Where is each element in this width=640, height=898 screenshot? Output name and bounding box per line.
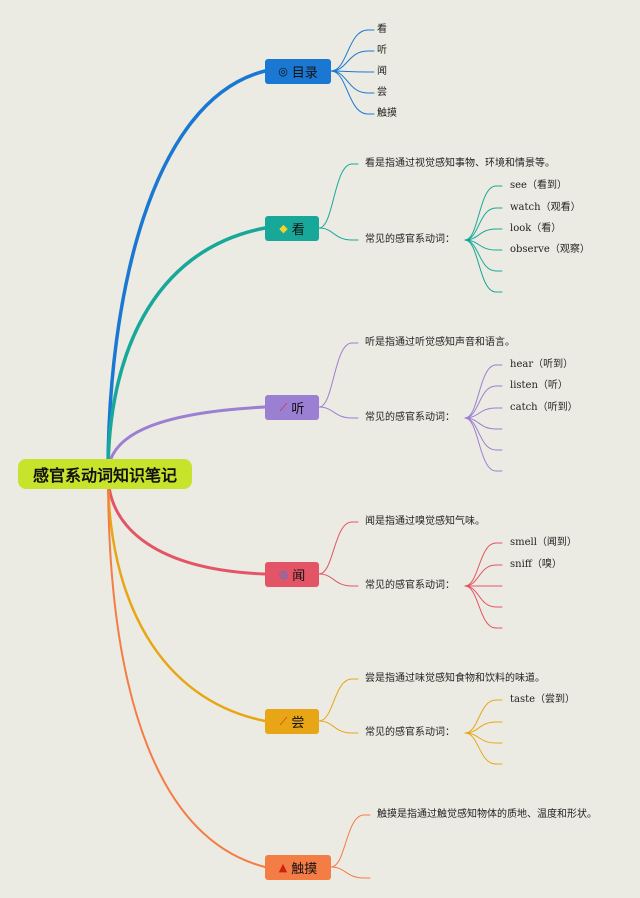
branch-line-chang <box>106 472 267 723</box>
ting-verb-connector <box>464 417 503 472</box>
verb-item[interactable]: look（看） <box>510 223 562 234</box>
topic-toc-label: 目录 <box>291 66 318 81</box>
topic-chumo[interactable]: ▲ 触摸 <box>265 855 331 880</box>
chang-verb-connector <box>464 721 503 734</box>
target-icon: ◎ <box>278 65 288 78</box>
topic-ting-label: 听 <box>291 402 305 417</box>
wen-connector <box>318 573 359 587</box>
chumo-connector <box>330 866 371 879</box>
ting-verb-connector <box>464 407 503 419</box>
toc-item[interactable]: 闻 <box>377 66 387 77</box>
topic-chang[interactable]: ⟋ 尝 <box>265 709 319 734</box>
ting-connector <box>318 406 359 419</box>
chumo-description[interactable]: 触摸是指通过触觉感知物体的质地、温度和形状。 <box>377 809 597 820</box>
chang-verb-connector <box>464 699 503 734</box>
chang-verb-connector <box>464 732 503 765</box>
root-topic[interactable]: 感官系动词知识笔记 <box>18 459 192 489</box>
toc-connector <box>330 70 375 94</box>
chang-description[interactable]: 尝是指通过味觉感知食物和饮料的味道。 <box>365 673 545 684</box>
chang-connector <box>318 720 359 734</box>
verb-item[interactable]: catch（听到） <box>510 402 578 413</box>
kan-connector <box>318 163 359 229</box>
topic-chang-label: 尝 <box>291 716 305 731</box>
branch-line-toc <box>106 69 267 476</box>
kan-verb-connector <box>464 207 503 241</box>
ting-verbs-label[interactable]: 常见的感官系动词： <box>365 412 455 423</box>
verb-item[interactable]: listen（听） <box>510 380 568 391</box>
toc-connector <box>330 70 375 115</box>
verb-item[interactable]: observe（观察） <box>510 244 590 255</box>
kan-verbs-label[interactable]: 常见的感官系动词： <box>365 234 455 245</box>
diamond-icon: ◆ <box>279 222 288 235</box>
kan-verb-connector <box>464 239 503 251</box>
wand-icon: ⟋ <box>279 715 288 728</box>
kan-verb-connector <box>464 239 503 272</box>
branch-line-chumo <box>107 473 266 868</box>
branch-line-kan <box>106 226 267 476</box>
wen-description[interactable]: 闻是指通过嗅觉感知气味。 <box>365 516 485 527</box>
topic-wen[interactable]: ◍ 闻 <box>265 562 319 587</box>
ting-verb-connector <box>464 385 503 419</box>
globe-icon: ◍ <box>278 568 289 581</box>
topic-chumo-label: 触摸 <box>291 862 318 877</box>
verb-item[interactable]: taste（尝到） <box>510 694 576 705</box>
verb-item[interactable]: see（看到） <box>510 180 567 191</box>
topic-kan[interactable]: ◆ 看 <box>265 216 319 241</box>
toc-connector <box>330 70 375 73</box>
verb-item[interactable]: hear（听到） <box>510 359 574 370</box>
wen-verb-connector <box>464 585 503 629</box>
wen-connector <box>318 521 359 575</box>
toc-item[interactable]: 看 <box>377 24 387 35</box>
branch-line-wen <box>106 472 267 576</box>
verb-item[interactable]: sniff（嗅） <box>510 559 562 570</box>
toc-item[interactable]: 听 <box>377 45 387 56</box>
ting-connector <box>318 342 359 408</box>
wand-icon: ⟋ <box>279 401 288 414</box>
toc-item[interactable]: 触摸 <box>377 108 397 119</box>
kan-verb-connector <box>464 239 503 293</box>
flame-icon: ▲ <box>278 861 288 874</box>
toc-connector <box>330 50 375 72</box>
chang-verbs-label[interactable]: 常见的感官系动词： <box>365 727 455 738</box>
topic-ting[interactable]: ⟋ 听 <box>265 395 319 420</box>
verb-item[interactable]: watch（观看） <box>510 202 581 213</box>
chang-connector <box>318 678 359 722</box>
kan-verb-connector <box>464 228 503 241</box>
kan-connector <box>318 227 359 241</box>
wen-verbs-label[interactable]: 常见的感官系动词： <box>365 580 455 591</box>
topic-wen-label: 闻 <box>292 569 306 584</box>
toc-connector <box>330 29 375 72</box>
root-title: 感官系动词知识笔记 <box>32 466 177 485</box>
wen-verb-connector <box>464 542 503 587</box>
topic-toc[interactable]: ◎ 目录 <box>265 59 331 84</box>
verb-item[interactable]: smell（闻到） <box>510 537 577 548</box>
wen-verb-connector <box>464 564 503 587</box>
kan-description[interactable]: 看是指通过视觉感知事物、环境和情景等。 <box>365 158 555 169</box>
chang-verb-connector <box>464 732 503 744</box>
ting-verb-connector <box>464 364 503 419</box>
kan-verb-connector <box>464 185 503 241</box>
ting-verb-connector <box>464 417 503 451</box>
toc-item[interactable]: 尝 <box>377 87 387 98</box>
topic-kan-label: 看 <box>291 223 305 238</box>
chumo-connector <box>330 814 371 868</box>
ting-description[interactable]: 听是指通过听觉感知声音和语言。 <box>365 337 515 348</box>
